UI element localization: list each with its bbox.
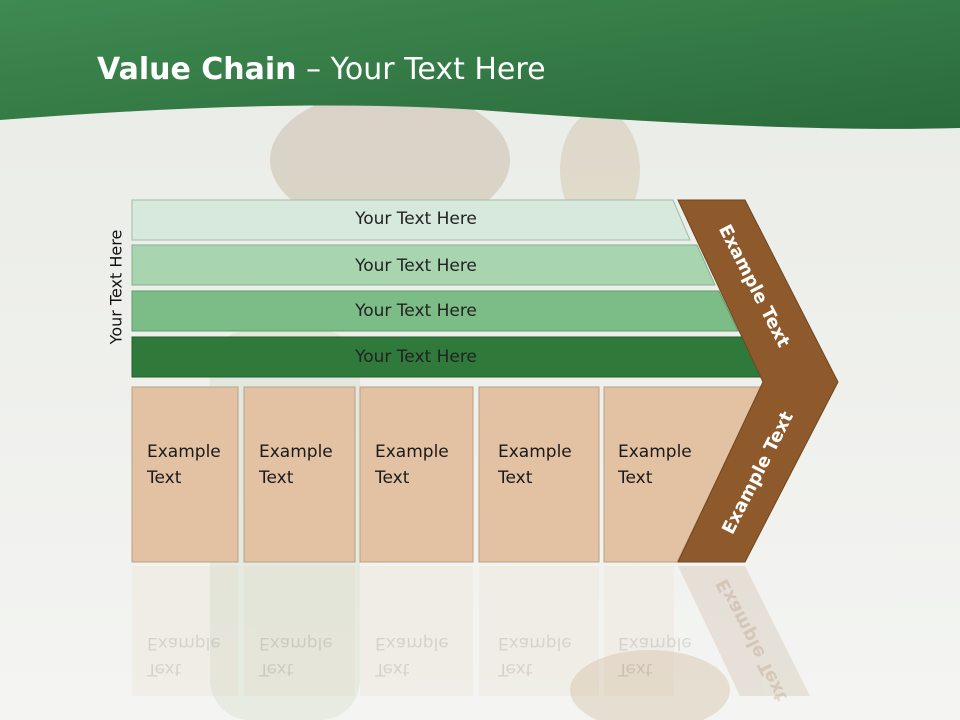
header-banner bbox=[0, 0, 960, 129]
bar-3-label: Your Text Here bbox=[355, 301, 477, 321]
title-rest: – Your Text Here bbox=[296, 52, 546, 87]
box-5-reflection-line1: Example bbox=[618, 633, 692, 653]
box-5 bbox=[603, 386, 763, 563]
box-1-reflection-line1: Example bbox=[147, 633, 221, 653]
reflection bbox=[132, 566, 810, 696]
box-5-line1: Example bbox=[618, 442, 692, 462]
box-4-line1: Example bbox=[498, 442, 572, 462]
box-4-reflection: Text Example bbox=[498, 630, 572, 682]
box-1 bbox=[131, 386, 239, 563]
box-3-line2: Text bbox=[375, 468, 410, 488]
bar-4-label: Your Text Here bbox=[355, 347, 477, 367]
box-4 bbox=[478, 386, 600, 563]
box-5-reflection-line2: Text bbox=[618, 659, 653, 679]
box-2-line2: Text bbox=[259, 468, 294, 488]
box-4-reflection-line1: Example bbox=[498, 633, 572, 653]
box-4-reflection-line2: Text bbox=[498, 659, 533, 679]
box-3 bbox=[359, 386, 474, 563]
bar-1-label: Your Text Here bbox=[355, 209, 477, 229]
bar-2-label: Your Text Here bbox=[355, 256, 477, 276]
box-2 bbox=[243, 386, 356, 563]
box-5-reflection: Text Example bbox=[618, 630, 692, 682]
box-2-line1: Example bbox=[259, 442, 333, 462]
box-1-line1: Example bbox=[147, 442, 221, 462]
box-3-reflection-line1: Example bbox=[375, 633, 449, 653]
box-2-reflection: Text Example bbox=[259, 630, 333, 682]
title-bold: Value Chain bbox=[97, 52, 297, 87]
box-1-line2: Text bbox=[147, 468, 182, 488]
bar-3 bbox=[131, 290, 739, 332]
box-1-reflection: Text Example bbox=[147, 630, 221, 682]
box-3-reflection-line2: Text bbox=[375, 659, 410, 679]
chevron bbox=[677, 199, 839, 563]
box-3-reflection: Text Example bbox=[375, 630, 449, 682]
bar-2 bbox=[131, 244, 716, 286]
box-5-line2: Text bbox=[618, 468, 653, 488]
bar-1 bbox=[131, 199, 691, 241]
box-3-line1: Example bbox=[375, 442, 449, 462]
box-2-reflection-line2: Text bbox=[259, 659, 294, 679]
box-4-line2: Text bbox=[498, 468, 533, 488]
page-title: Value Chain – Your Text Here bbox=[97, 52, 546, 87]
box-2-reflection-line1: Example bbox=[259, 633, 333, 653]
box-1-reflection-line2: Text bbox=[147, 659, 182, 679]
